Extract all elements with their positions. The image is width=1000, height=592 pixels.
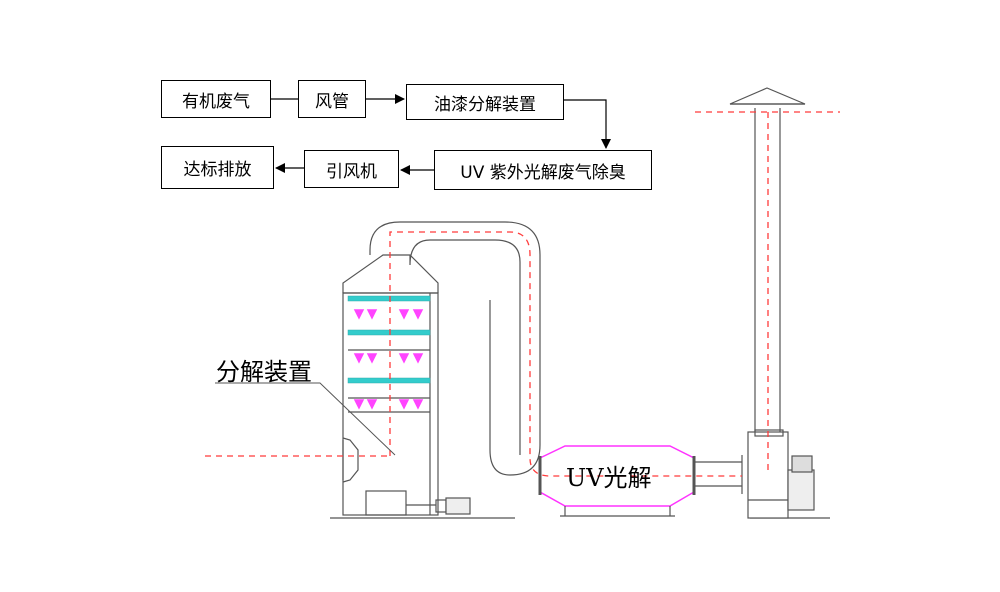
- flow-label-uv-photolysis: UV 紫外光解废气除臭: [460, 162, 626, 183]
- flow-label-duct: 风管: [315, 91, 349, 112]
- induced-draft-fan: [747, 429, 815, 519]
- flow-label-induced-fan: 引风机: [326, 161, 377, 182]
- flow-label-compliant-discharge: 达标排放: [183, 160, 252, 180]
- packing-layers: [347, 295, 431, 384]
- flow-box-duct: 风管: [298, 80, 366, 118]
- decomposition-tower: [342, 254, 471, 516]
- tower-label-leader: [215, 382, 396, 456]
- flow-box-uv-photolysis: UV 紫外光解废气除臭: [434, 150, 652, 190]
- fan-inlet-pipe: [694, 455, 743, 494]
- airflow-path: [205, 110, 840, 477]
- connecting-duct: [369, 221, 541, 476]
- flow-box-paint-decomposition: 油漆分解装置: [406, 84, 564, 120]
- flow-box-induced-fan: 引风机: [304, 150, 399, 188]
- exhaust-stack: [729, 87, 806, 432]
- spray-nozzles: [353, 309, 424, 410]
- uv-label: UV光解: [566, 464, 652, 492]
- flow-label-organic-waste-gas: 有机废气: [182, 91, 250, 112]
- flow-connectors: [271, 94, 611, 175]
- tower-label: 分解装置: [216, 358, 312, 386]
- flow-box-compliant-discharge: 达标排放: [161, 146, 274, 189]
- flow-box-organic-waste-gas: 有机废气: [161, 80, 271, 118]
- flow-label-paint-decomposition: 油漆分解装置: [434, 94, 536, 115]
- uv-photolysis-unit: [538, 445, 696, 517]
- connector-3: [564, 99, 611, 149]
